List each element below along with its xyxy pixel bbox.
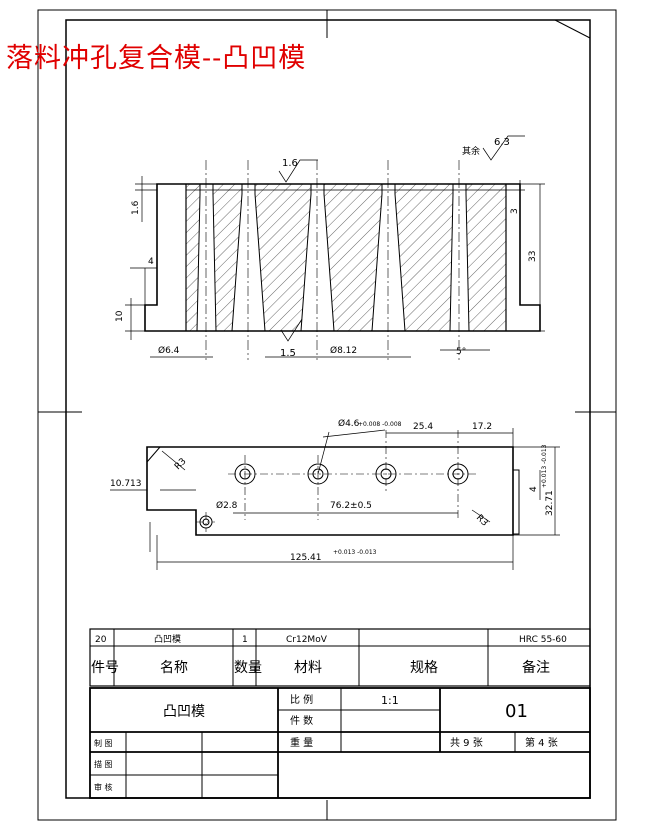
header-quantity: 数量 [234, 660, 262, 676]
dim-radius-top: R3 [173, 457, 189, 473]
roughness-top-label: 1.6 [282, 158, 298, 169]
orientation-mark [554, 19, 591, 39]
outer-border [37, 9, 617, 821]
scale-value: 1:1 [381, 694, 399, 707]
header-material: 材料 [294, 660, 322, 676]
dim-angle: 5° [456, 347, 466, 357]
dim-total: 125.41 [290, 553, 322, 563]
roughness-note: 其余 [462, 145, 480, 157]
part-quantity: 1 [242, 635, 248, 645]
dim-pitch: 25.4 [413, 422, 433, 432]
drawing-number: 01 [505, 701, 528, 722]
header-part-number: 件号 [91, 660, 119, 676]
roughness-bottom-label: 1.5 [280, 348, 296, 359]
dim-hole-tol: +0.008 -0.008 [358, 421, 402, 428]
scale-label: 比 例 [290, 693, 313, 706]
roughness-rest-label: 6.3 [494, 137, 510, 148]
part-number: 20 [95, 635, 107, 645]
dim-radius-bottom: R3 [474, 513, 490, 529]
dim-left-step: 1.6 [131, 200, 141, 215]
part-remark: HRC 55-60 [519, 635, 567, 645]
header-remark: 备注 [522, 659, 550, 676]
section-view: 1.6 1.5 其余 6.3 1.6 4 10 3 33 Ø6.4 Ø8.12 … [115, 135, 545, 360]
dim-dia-left: Ø6.4 [158, 345, 180, 356]
dim-width: 32.71 [545, 490, 555, 516]
pieces-label: 件 数 [290, 714, 313, 727]
title-block [89, 687, 591, 799]
dim-left-width: 4 [148, 257, 154, 267]
dim-span: 76.2±0.5 [330, 501, 372, 511]
sheet-total: 共 9 张 [450, 737, 483, 749]
dim-dia-mid: Ø8.12 [330, 345, 357, 356]
plan-view: Ø4.6 +0.008 -0.008 25.4 17.2 10.713 R3 R… [110, 418, 560, 570]
inner-border [65, 19, 591, 799]
header-name: 名称 [160, 660, 188, 676]
part-name: 凸凹模 [154, 634, 181, 645]
drawn-label: 制 图 [94, 738, 113, 748]
dim-hole: Ø4.6 [338, 418, 360, 429]
sheet-number: 第 4 张 [525, 736, 558, 749]
dim-right-step: 3 [510, 208, 520, 214]
parts-table [89, 628, 591, 687]
dim-height: 33 [528, 251, 538, 262]
title-block-text: 凸凹模 比 例 1:1 件 数 重 量 01 共 9 张 第 4 张 制 图 描… [94, 693, 558, 792]
dim-notch: 4 [529, 486, 539, 492]
checked-label: 审 核 [94, 782, 113, 792]
dim-left-height: 10 [115, 310, 125, 322]
weight-label: 重 量 [290, 736, 313, 749]
title-part-name: 凸凹模 [163, 704, 205, 720]
parts-headers: 件号 名称 数量 材料 规格 备注 [91, 659, 550, 676]
dim-left-edge: 10.713 [110, 479, 142, 489]
parts-row: 20 凸凹模 1 Cr12MoV HRC 55-60 [95, 634, 567, 645]
dim-small-hole: Ø2.8 [216, 500, 238, 511]
dim-total-tol: +0.013 -0.013 [333, 549, 377, 556]
traced-label: 描 图 [94, 759, 113, 769]
drawing-title: 落料冲孔复合模--凸凹模 [6, 43, 307, 74]
header-spec: 规格 [410, 660, 438, 676]
dim-right-offset: 17.2 [472, 422, 492, 432]
part-material: Cr12MoV [286, 635, 328, 645]
dim-width-tol: +0.013 -0.013 [541, 444, 548, 488]
center-marks [38, 10, 616, 820]
